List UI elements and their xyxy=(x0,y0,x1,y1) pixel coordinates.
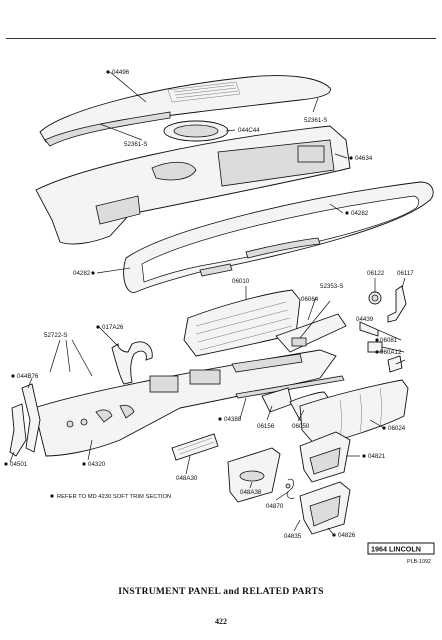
label-04821: 04821 xyxy=(368,453,386,460)
leader-lines xyxy=(9,71,406,536)
label-06122: 06122 xyxy=(367,270,385,277)
spring-04870 xyxy=(285,478,295,499)
label-52361-b: 52361-S xyxy=(124,141,147,148)
label-044B76: 044B76 xyxy=(17,373,39,380)
label-04320: 04320 xyxy=(88,461,106,468)
receptacle-048A38 xyxy=(227,447,281,503)
end-cap-04501 xyxy=(9,403,27,457)
bracket-017A26 xyxy=(111,341,153,385)
glove-box-06010 xyxy=(183,289,301,357)
hinge-06117 xyxy=(387,285,407,323)
housing-048A30 xyxy=(171,433,219,461)
label-06064: 06064 xyxy=(301,296,319,303)
molding-04282 xyxy=(123,181,434,293)
label-52361-a: 52361-S xyxy=(304,117,327,124)
bumper-060A12 xyxy=(387,355,403,373)
label-04634: 04634 xyxy=(355,155,373,162)
panel-frame-04634 xyxy=(35,125,351,245)
label-06010: 06010 xyxy=(232,278,250,285)
label-06117: 06117 xyxy=(397,270,414,277)
page-number: 422 xyxy=(215,617,227,626)
panel-pad-04496 xyxy=(39,75,331,147)
label-04439: 04439 xyxy=(356,316,374,323)
label-04835: 04835 xyxy=(284,533,302,540)
label-06024: 06024 xyxy=(388,425,406,432)
speaker-ring-044C44 xyxy=(163,120,229,142)
label-017A26: 017A26 xyxy=(102,324,124,331)
molding-04388 xyxy=(235,375,345,399)
label-04282-a: 04282 xyxy=(351,210,369,217)
label-048A38: 048A38 xyxy=(240,489,262,496)
trim-044B76 xyxy=(21,383,41,453)
top-rule xyxy=(6,38,436,39)
label-52722: 52722-S xyxy=(44,332,67,339)
plate-number: PLB-1092 xyxy=(407,559,431,565)
label-06050: 06050 xyxy=(292,423,310,430)
glove-door-06024 xyxy=(299,379,409,447)
hinge-06122 xyxy=(368,291,382,305)
model-badge-box xyxy=(367,542,435,555)
label-04870: 04870 xyxy=(266,503,284,510)
label-04388: 04388 xyxy=(224,416,242,423)
page-title: INSTRUMENT PANEL and RELATED PARTS xyxy=(118,587,324,597)
label-060A12: 060A12 xyxy=(380,349,402,356)
lower-panel-04320 xyxy=(33,349,337,457)
label-04282-b: 04282 xyxy=(73,270,91,277)
ashtray-04826 xyxy=(299,481,351,535)
label-06081: 06081 xyxy=(380,337,398,344)
drawer-04821 xyxy=(299,431,351,483)
soft-trim-note: REFER TO MD 4230 SOFT TRIM SECTION xyxy=(57,494,171,500)
striker-04439 xyxy=(359,321,379,337)
label-52353: 52353-S xyxy=(320,283,343,290)
label-04496: 04496 xyxy=(112,69,130,76)
label-044C44: 044C44 xyxy=(238,127,260,134)
label-06156: 06156 xyxy=(257,423,275,430)
model-badge: 1964 LINCOLN xyxy=(371,545,421,554)
label-048A30: 048A30 xyxy=(176,475,198,482)
bullets xyxy=(4,70,386,537)
label-04826: 04826 xyxy=(338,532,356,539)
liner-06064 xyxy=(275,313,347,353)
label-04501: 04501 xyxy=(10,461,28,468)
